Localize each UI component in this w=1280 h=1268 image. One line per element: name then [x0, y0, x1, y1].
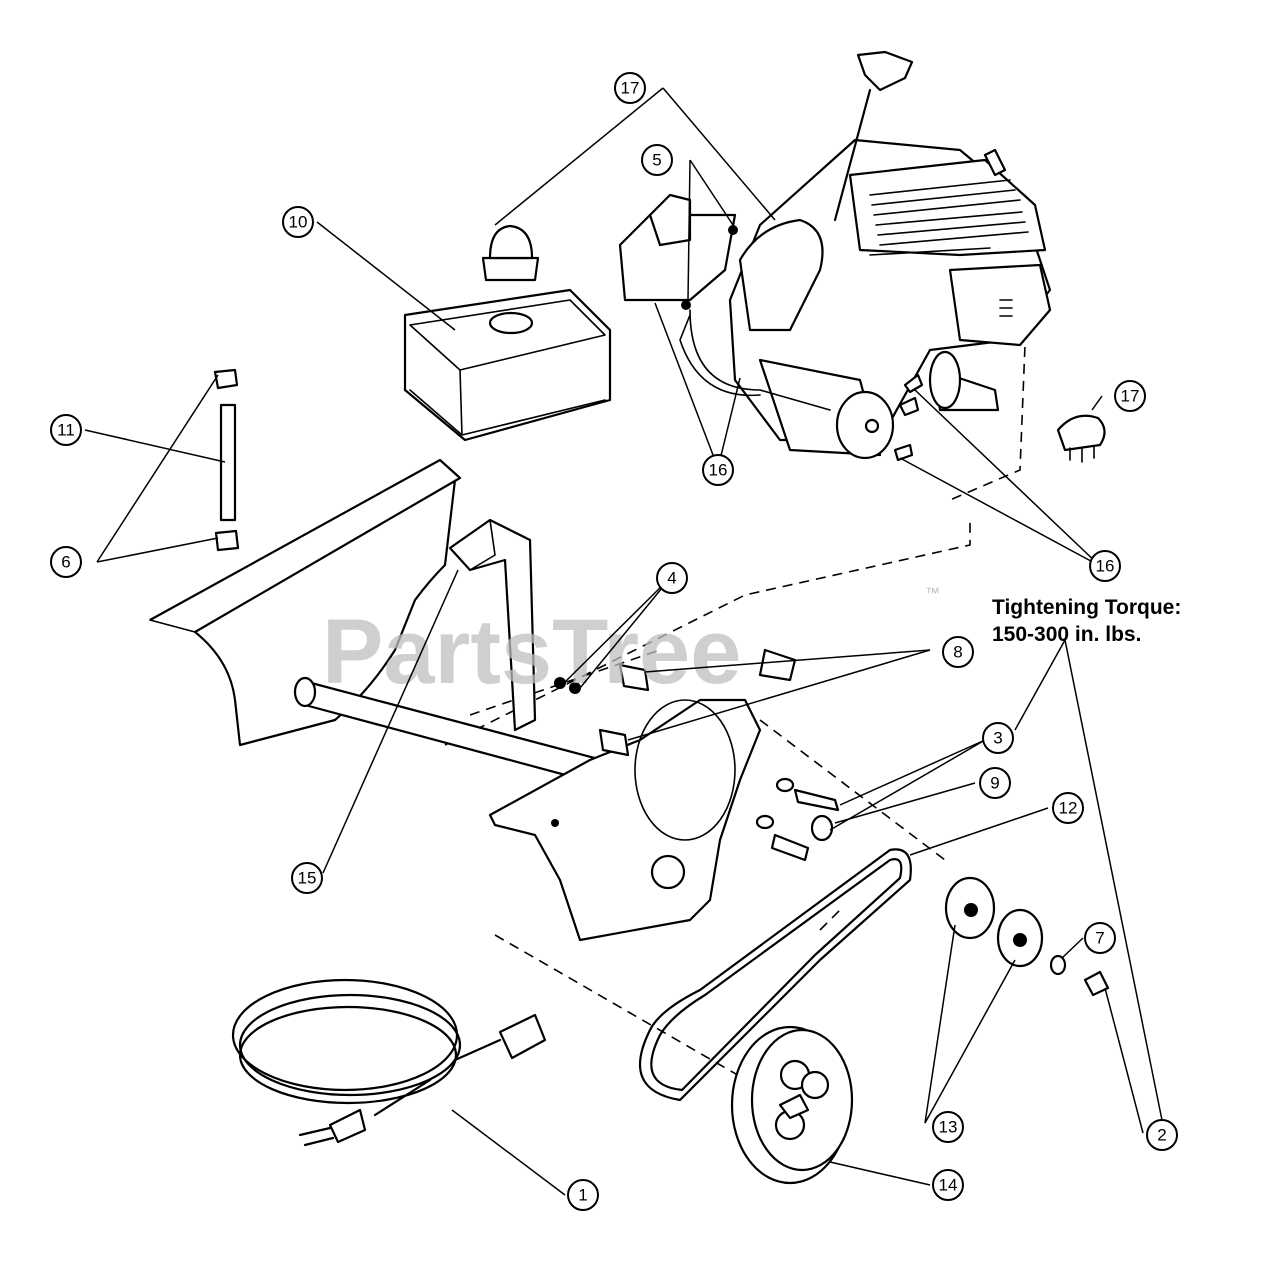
fuel-tank	[403, 288, 612, 442]
pulley-halves	[944, 876, 1044, 968]
svg-text:1: 1	[578, 1186, 587, 1205]
callout-6: 6	[50, 546, 82, 578]
callout-13: 13	[932, 1111, 964, 1143]
callout-9: 9	[979, 767, 1011, 799]
svg-text:8: 8	[953, 643, 962, 662]
svg-text:14: 14	[939, 1176, 958, 1195]
key-switch	[1056, 414, 1106, 463]
assembly-dashed-lines	[444, 324, 1026, 1086]
svg-text:16: 16	[1096, 557, 1115, 576]
svg-text:13: 13	[939, 1118, 958, 1137]
bolts	[755, 777, 840, 862]
svg-text:6: 6	[61, 553, 70, 572]
svg-text:17: 17	[621, 79, 640, 98]
svg-text:9: 9	[990, 774, 999, 793]
starter-bracket	[618, 193, 738, 310]
callout-5: 5	[641, 144, 673, 176]
torque-note-value: 150-300 in. lbs.	[992, 623, 1142, 646]
mounting-bracket	[448, 518, 537, 732]
watermark: PartsTree ™	[322, 585, 940, 703]
nuts	[554, 677, 581, 694]
drive-pulley	[730, 1025, 854, 1185]
spacers	[598, 648, 797, 757]
callout-12: 12	[1052, 792, 1084, 824]
callout-16-bolts: 16	[1089, 550, 1121, 582]
callout-4: 4	[656, 562, 688, 594]
svg-text:17: 17	[1121, 387, 1140, 406]
v-belt	[638, 848, 912, 1102]
svg-text:10: 10	[289, 213, 308, 232]
callout-2: 2	[1146, 1119, 1178, 1151]
svg-text:15: 15	[298, 869, 317, 888]
frame-right-plate	[488, 698, 762, 942]
svg-text:3: 3	[993, 729, 1002, 748]
svg-text:16: 16	[709, 461, 728, 480]
callout-17-key-switch: 17	[1114, 380, 1146, 412]
svg-text:7: 7	[1095, 929, 1104, 948]
callout-14: 14	[932, 1169, 964, 1201]
cylinder-fins	[869, 179, 1029, 256]
callout-1: 1	[567, 1179, 599, 1211]
svg-text:12: 12	[1059, 799, 1078, 818]
callout-3: 3	[982, 722, 1014, 754]
callout-15: 15	[291, 862, 323, 894]
callout-8: 8	[942, 636, 974, 668]
power-cord	[231, 978, 547, 1147]
svg-text:5: 5	[652, 151, 661, 170]
callout-17-engine: 17	[614, 72, 646, 104]
watermark-text: PartsTree	[322, 601, 741, 703]
callout-11: 11	[50, 414, 82, 446]
torque-note-title: Tightening Torque:	[992, 596, 1182, 619]
callout-7: 7	[1084, 922, 1116, 954]
callout-16-starter: 16	[702, 454, 734, 486]
callout-10: 10	[282, 206, 314, 238]
standoff-post	[213, 368, 240, 552]
svg-text:4: 4	[667, 569, 676, 588]
washer-and-bolt	[1049, 954, 1110, 997]
leader-lines	[84, 87, 1166, 1196]
torque-note: Tightening Torque: 150-300 in. lbs.	[992, 594, 1181, 648]
svg-text:2: 2	[1157, 1126, 1166, 1145]
svg-text:11: 11	[57, 421, 75, 440]
trademark-symbol: ™	[925, 585, 940, 602]
engine-assembly	[679, 50, 1052, 462]
primer-bulb	[481, 224, 540, 282]
